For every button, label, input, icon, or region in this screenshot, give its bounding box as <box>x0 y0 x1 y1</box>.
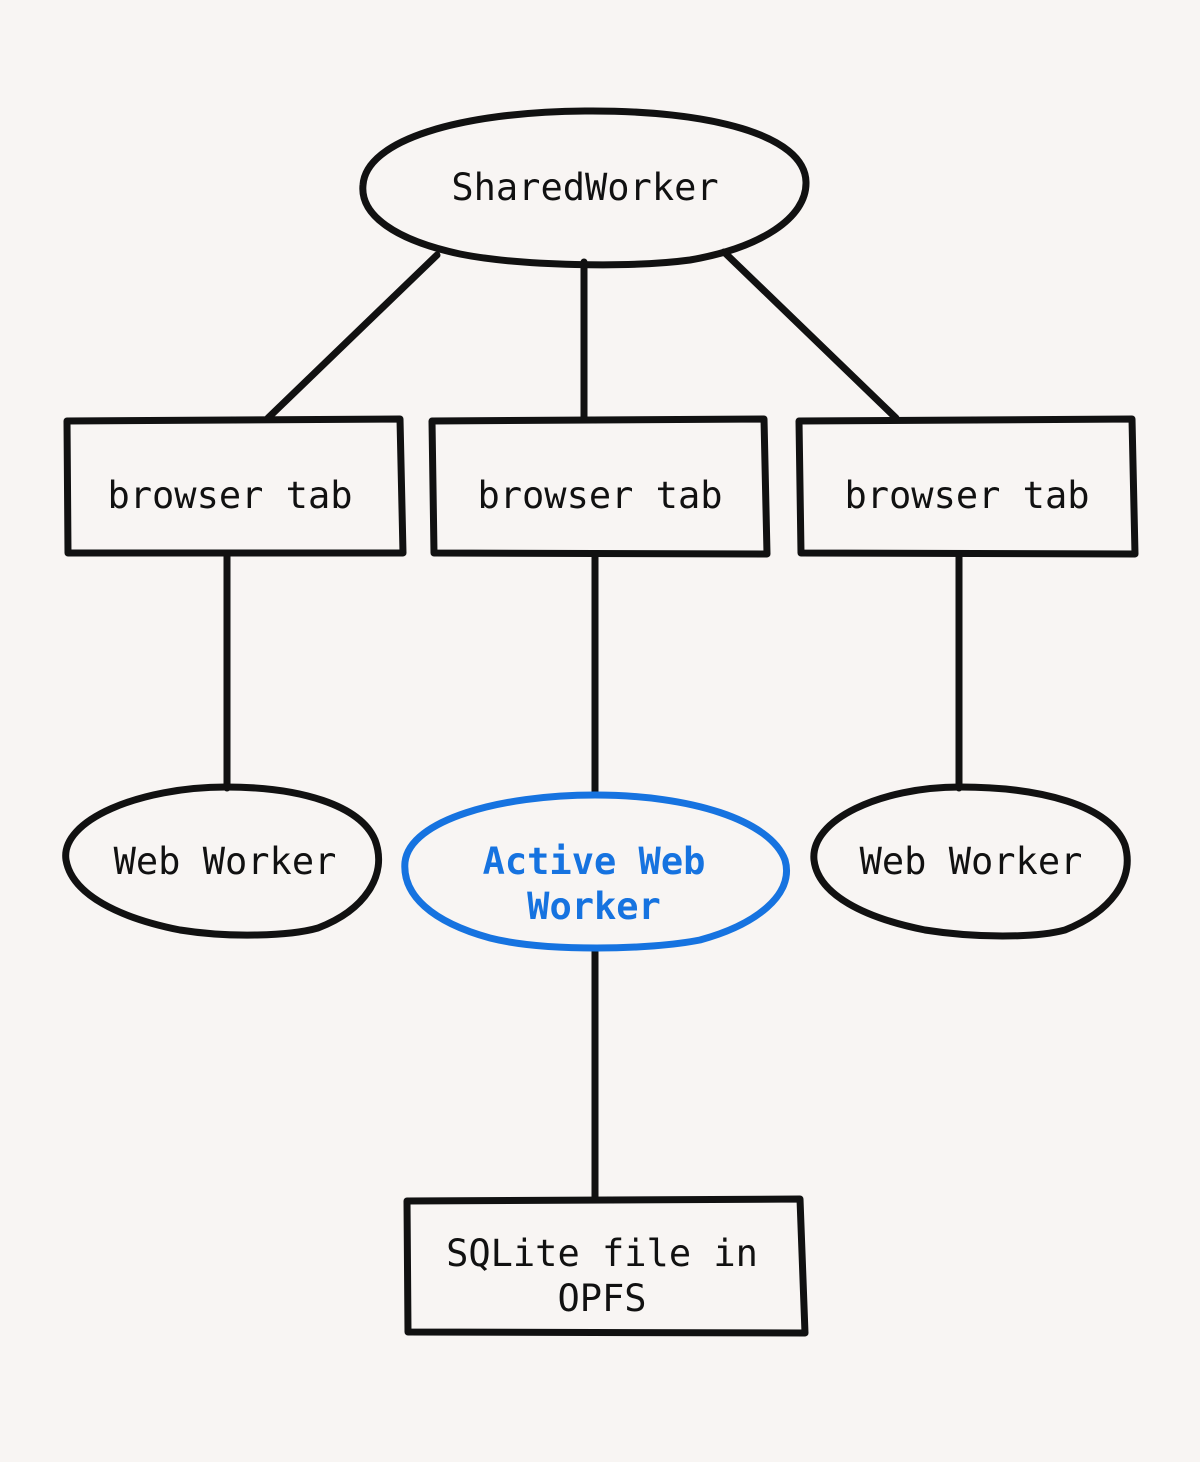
edge-shared-to-tab-1 <box>264 251 441 422</box>
storage-node: SQLite file in OPFS <box>403 1195 809 1337</box>
browser-tab-box-3 <box>795 415 1139 558</box>
connectors <box>223 248 963 1202</box>
storage-label-line-2: OPFS <box>557 1277 646 1320</box>
browser-tab-node-3: browser tab <box>795 415 1139 558</box>
browser-tab-box-2 <box>428 415 771 558</box>
web-worker-label-1: Web Worker <box>114 840 337 883</box>
web-worker-label-3: Web Worker <box>860 840 1083 883</box>
browser-tab-node-1: browser tab <box>63 415 407 557</box>
browser-tab-box-1 <box>63 415 407 557</box>
browser-tab-label-1: browser tab <box>107 474 352 517</box>
web-worker-node-1: Web Worker <box>62 783 383 939</box>
storage-box <box>403 1195 809 1337</box>
shared-worker-ellipse <box>359 107 810 269</box>
shared-worker-label: SharedWorker <box>451 166 718 209</box>
active-web-worker-label-line-2: Worker <box>527 885 661 928</box>
browser-tab-label-3: browser tab <box>844 474 1089 517</box>
browser-tab-node-2: browser tab <box>428 415 771 558</box>
active-web-worker-ellipse <box>401 791 790 952</box>
browser-tab-label-2: browser tab <box>477 474 722 517</box>
edge-shared-to-tab-3 <box>720 248 900 422</box>
storage-label-line-1: SQLite file in <box>446 1232 758 1275</box>
web-worker-node-3: Web Worker <box>810 783 1131 940</box>
shared-worker-node: SharedWorker <box>359 107 810 269</box>
web-worker-ellipse-3 <box>810 783 1131 940</box>
active-web-worker-node: Active Web Worker <box>401 791 790 952</box>
web-worker-ellipse-1 <box>62 783 383 939</box>
active-web-worker-label-line-1: Active Web <box>483 840 706 883</box>
